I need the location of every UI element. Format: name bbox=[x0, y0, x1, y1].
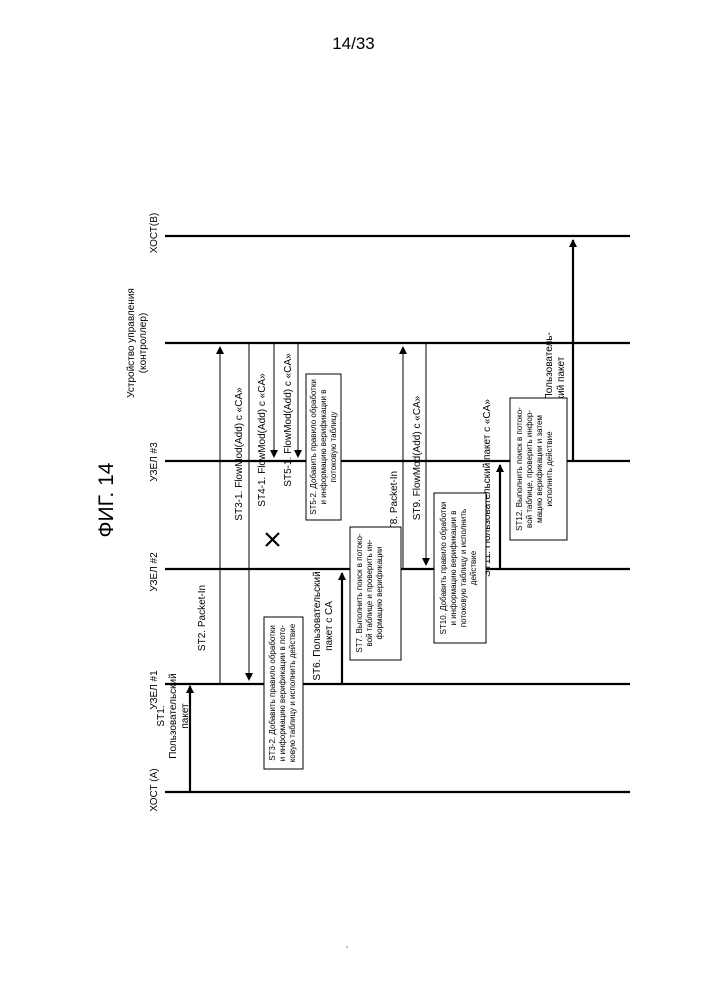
label-st5-1: ST5-1. FlowMod(Add) с «CA» bbox=[283, 353, 294, 487]
svg-text:(контроллер): (контроллер) bbox=[138, 313, 149, 374]
svg-text:ST3-2. Добавить правило обрабо: ST3-2. Добавить правило обработки bbox=[268, 625, 277, 761]
svg-text:мацию верификации и затем: мацию верификации и затем bbox=[535, 415, 544, 523]
label-node1: УЗЕЛ #1 bbox=[149, 670, 160, 710]
svg-text:потоковую таблицу: потоковую таблицу bbox=[329, 412, 338, 483]
label-st3-1: ST3-1. FlowMod(Add) с «CA» bbox=[234, 387, 245, 521]
svg-text:исполнить действие: исполнить действие bbox=[545, 431, 554, 507]
svg-text:и информацию верификации в пот: и информацию верификации в пото- bbox=[278, 624, 287, 761]
label-st9: ST9. FlowMod(Add) с «CA» bbox=[412, 395, 423, 520]
label-host-a: ХОСТ (А) bbox=[149, 768, 160, 811]
label-st4-1: ST4-1. FlowMod(Add) с «CA» bbox=[257, 373, 268, 507]
box-st12: ST12. Выполнить поиск в потоко- вой табл… bbox=[510, 398, 567, 540]
box-st3-2: ST3-2. Добавить правило обработки и инфо… bbox=[264, 617, 303, 769]
svg-text:пакет с CA: пакет с CA bbox=[324, 601, 335, 651]
svg-text:ST1.: ST1. bbox=[156, 705, 167, 726]
svg-text:действие: действие bbox=[469, 550, 478, 585]
svg-text:и информацию верификации в: и информацию верификации в bbox=[449, 511, 458, 626]
failure-x-icon bbox=[266, 533, 279, 546]
svg-text:Устройство управления: Устройство управления bbox=[126, 288, 137, 398]
label-st1: ST1. Пользовательский пакет bbox=[156, 673, 191, 758]
label-controller: Устройство управления (контроллер) bbox=[126, 288, 149, 398]
svg-text:и информацию верификации в: и информацию верификации в bbox=[319, 390, 328, 505]
svg-text:потоковую таблицу и исполнить: потоковую таблицу и исполнить bbox=[459, 509, 468, 627]
svg-text:ST5-2. Добавить правило обрабо: ST5-2. Добавить правило обработки bbox=[309, 379, 318, 515]
svg-text:Пользовательский: Пользовательский bbox=[168, 673, 179, 758]
figure-title: ФИГ. 14 bbox=[95, 462, 118, 537]
svg-text:формацию верификации: формацию верификации bbox=[375, 547, 384, 640]
svg-text:ковую таблицу и исполнить дейс: ковую таблицу и исполнить действие bbox=[288, 623, 297, 762]
label-node2: УЗЕЛ #2 bbox=[149, 552, 160, 592]
label-st6: ST6. Пользовательский пакет с CA bbox=[312, 571, 335, 680]
svg-text:вой таблице и проверить ин-: вой таблице и проверить ин- bbox=[365, 539, 374, 646]
scan-speck bbox=[346, 946, 348, 948]
label-host-b: ХОСТ(В) bbox=[149, 213, 160, 253]
box-st10: ST10. Добавить правило обработки и инфор… bbox=[434, 493, 486, 643]
box-st7: ST7. Выполнить поиск в потоко- вой табли… bbox=[350, 527, 401, 660]
svg-text:ST12. Выполнить поиск в потоко: ST12. Выполнить поиск в потоко- bbox=[515, 407, 524, 531]
label-st2: ST2. Packet-In bbox=[197, 585, 208, 651]
label-node3: УЗЕЛ #3 bbox=[149, 442, 160, 482]
box-st5-2: ST5-2. Добавить правило обработки и инфо… bbox=[306, 374, 341, 520]
svg-text:ST10. Добавить правило обработ: ST10. Добавить правило обработки bbox=[439, 502, 448, 635]
svg-text:ST6. Пользовательский: ST6. Пользовательский bbox=[312, 571, 323, 680]
svg-text:вой таблице, проверить инфор-: вой таблице, проверить инфор- bbox=[525, 410, 534, 528]
svg-text:пакет: пакет bbox=[180, 703, 191, 729]
svg-text:ST7. Выполнить поиск в потоко-: ST7. Выполнить поиск в потоко- bbox=[355, 533, 364, 653]
